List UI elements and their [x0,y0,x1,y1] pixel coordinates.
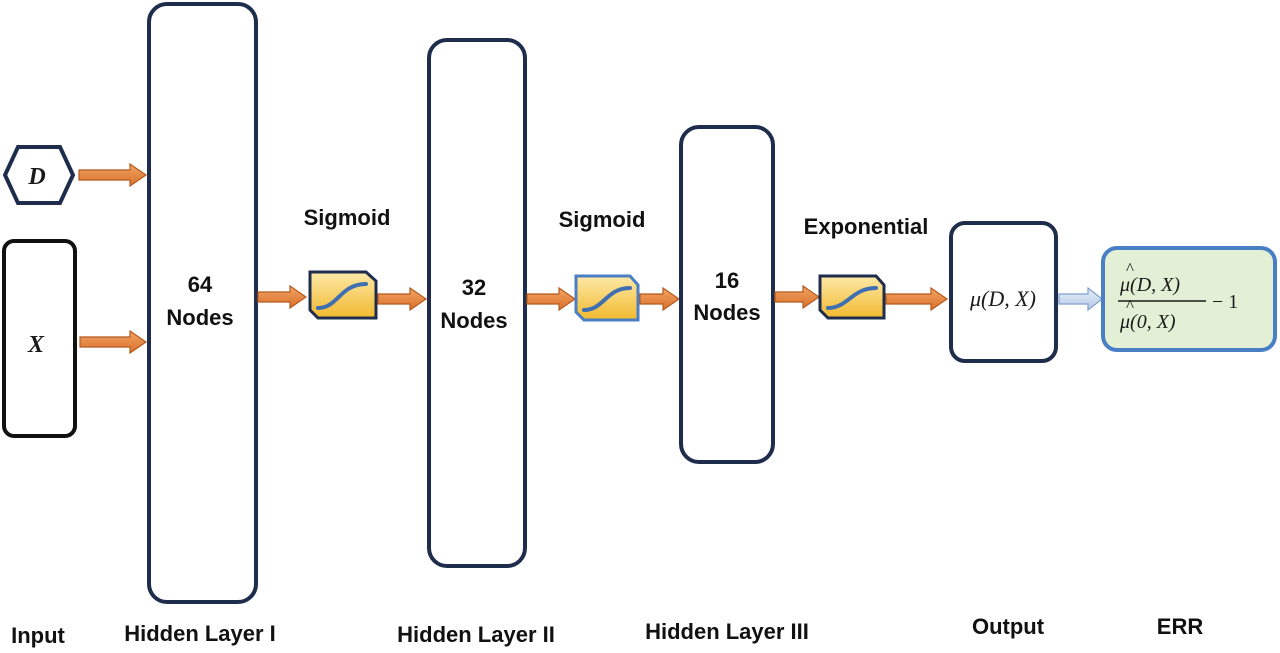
layer1-unit: Nodes [166,305,233,330]
layer2-unit: Nodes [440,308,507,333]
arrow-layer2-to-act2 [526,286,577,312]
activation3-label: Exponential [804,214,929,239]
layer3-box [679,125,775,464]
hidden-layer-1: 64 Nodes [147,2,258,604]
arrow-layer3-to-act3 [774,284,821,310]
hidden-layer-2: 32 Nodes [427,38,527,568]
output-formula: μ(D, X) [969,286,1036,311]
arrow-x-to-layer1 [79,329,148,355]
exponential-icon [818,274,886,320]
err-den-args: (0, X) [1130,311,1176,333]
err-suffix: − 1 [1212,291,1238,313]
hat-numerator: ^ [1126,259,1134,278]
input-d-label: D [27,164,45,190]
arrow-layer1-to-act1 [257,284,308,310]
sigmoid-icon [308,270,378,320]
activation2-label: Sigmoid [559,207,646,232]
err-denominator: μ(0, X) [1119,311,1176,333]
layer3-count: 16 [715,268,739,293]
err-num-args: (D, X) [1130,274,1180,296]
hidden-layer-3: 16 Nodes [679,125,775,464]
input-x-label: X [27,332,45,358]
input-x-box [2,239,77,438]
arrow-act1-to-layer2 [377,286,428,312]
err-box [1101,246,1277,352]
arrow-act2-to-layer3 [639,286,681,312]
arrow-d-to-layer1 [78,162,148,188]
output-args: (D, X) [981,286,1036,311]
input-d-node: D [2,145,76,205]
hat-denominator: ^ [1126,296,1134,315]
arrow-act3-to-output [885,286,949,312]
caption-err: ERR [1157,614,1204,639]
layer2-box [427,38,527,568]
output-box [949,221,1058,363]
layer3-unit: Nodes [693,300,760,325]
caption-hidden-layer-1: Hidden Layer I [124,621,276,646]
arrow-output-to-err [1058,286,1103,312]
caption-hidden-layer-3: Hidden Layer III [645,619,809,644]
caption-output: Output [972,614,1045,639]
err-node: ^ μ(D, X) ^ μ(0, X) − 1 [1101,246,1277,352]
err-num-mu: μ [1119,274,1130,296]
output-mu: μ [969,286,981,311]
hexagon-shape [2,145,76,205]
sigmoid-icon [574,274,640,322]
caption-hidden-layer-2: Hidden Layer II [397,622,555,647]
activation1-label: Sigmoid [304,205,391,230]
layer1-box [147,2,258,604]
output-node: μ(D, X) [949,221,1058,363]
caption-input: Input [11,623,65,648]
input-x-node: X [2,239,77,438]
err-numerator: μ(D, X) [1119,274,1180,296]
layer1-count: 64 [188,272,213,297]
layer2-count: 32 [462,275,486,300]
err-den-mu: μ [1119,311,1130,333]
